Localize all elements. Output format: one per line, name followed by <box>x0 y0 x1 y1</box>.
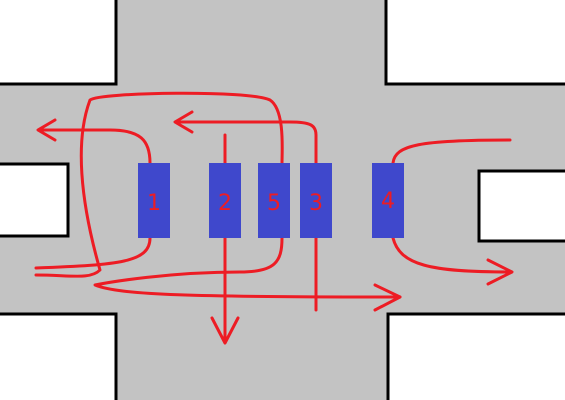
island-right <box>477 169 565 243</box>
marker-1-label: 1 <box>147 191 161 216</box>
marker-5-label: 5 <box>267 191 281 216</box>
route-outer-loop <box>34 91 284 278</box>
route-1-lower <box>34 236 152 270</box>
block-bottom-right <box>386 312 565 400</box>
route-4-lower <box>391 236 512 274</box>
block-top-right <box>384 0 565 86</box>
route-outer-bottom <box>93 236 402 299</box>
marker-3-label: 3 <box>309 191 323 216</box>
island-left <box>0 162 70 238</box>
route-1-upper <box>38 128 152 165</box>
route-2-arrowhead <box>210 316 240 345</box>
marker-5[interactable] <box>258 163 290 238</box>
route-1-upper-arrowhead <box>36 118 57 142</box>
block-bottom-left <box>0 312 118 400</box>
markers: 1 2 5 3 4 <box>138 163 404 238</box>
route-3-upper-arrowhead <box>173 110 194 134</box>
route-outer-arrowhead <box>373 283 402 312</box>
marker-1[interactable] <box>138 163 170 238</box>
route-4-arrowhead <box>486 258 514 286</box>
marker-4[interactable] <box>372 163 404 238</box>
route-3-upper <box>176 120 318 165</box>
route-4-upper <box>391 138 512 165</box>
marker-4-label: 4 <box>381 189 395 214</box>
marker-3[interactable] <box>300 163 332 238</box>
marker-2-label: 2 <box>218 191 232 216</box>
block-top-left <box>0 0 118 86</box>
marker-2[interactable] <box>209 163 241 238</box>
